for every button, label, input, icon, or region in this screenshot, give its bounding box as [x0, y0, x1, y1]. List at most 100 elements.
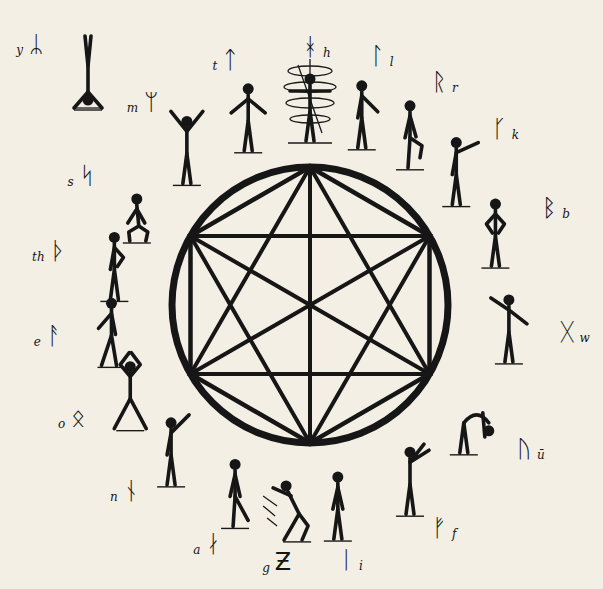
- rune-symbol: ᚼ: [303, 35, 317, 59]
- body-line: [128, 209, 145, 223]
- figure-head: [131, 194, 142, 205]
- motion-line: [263, 496, 277, 526]
- body-line: [171, 111, 203, 131]
- body-line: [505, 332, 513, 362]
- rune-letter: s: [67, 176, 73, 188]
- figure-head: [305, 74, 316, 85]
- body-line: [98, 313, 115, 334]
- body-line: [110, 247, 123, 269]
- body-line: [333, 487, 343, 509]
- body-line: [85, 36, 91, 66]
- body-line: [290, 89, 330, 93]
- body-line: [460, 423, 468, 453]
- figure: [396, 444, 429, 516]
- figure: [284, 59, 336, 143]
- rune-symbol: ᛚ: [370, 44, 384, 68]
- body-line: [486, 214, 504, 233]
- body-line: [406, 484, 414, 514]
- rune-symbol: ᚾ: [124, 479, 138, 503]
- ground-line: [283, 541, 311, 542]
- rune-symbol: ᛦ: [29, 32, 43, 56]
- figure-head: [405, 447, 416, 458]
- rune-letter: n: [110, 491, 118, 503]
- ground-line: [442, 206, 470, 207]
- figure: [348, 80, 378, 150]
- figure: [450, 413, 495, 455]
- rune-letter: y: [16, 44, 23, 56]
- rune-letter: b: [562, 208, 570, 220]
- figure: [114, 353, 146, 431]
- rune-letter: a: [193, 544, 200, 556]
- rune-symbol: ᛁ: [339, 548, 353, 572]
- rune-symbol: ᚨ: [47, 324, 61, 348]
- ground-line: [288, 142, 332, 143]
- figure-head: [230, 459, 241, 470]
- body-line: [284, 514, 308, 540]
- body-line: [408, 138, 422, 168]
- figure-ring: [74, 36, 527, 542]
- hexagon: [191, 167, 430, 443]
- figure: [396, 100, 424, 170]
- ground-line: [157, 486, 185, 487]
- hexagon-diameters: [191, 167, 430, 443]
- figure-head: [451, 137, 462, 148]
- rune-symbol: ᚷ: [560, 320, 574, 344]
- figure-head: [166, 417, 177, 428]
- figure: [263, 480, 311, 542]
- body-line: [120, 353, 140, 377]
- rune-letter: th: [32, 251, 45, 263]
- rune-letter: ū: [537, 449, 545, 461]
- body-line: [358, 118, 366, 148]
- figure: [123, 194, 151, 244]
- ground-line: [450, 454, 478, 455]
- rune-symbol: ᚠ: [432, 516, 446, 540]
- figure-head: [243, 83, 254, 94]
- rune-symbol: ᛏ: [223, 48, 237, 72]
- ground-line: [74, 109, 102, 110]
- ground-line: [396, 169, 424, 170]
- body-line: [491, 236, 499, 266]
- body-line: [231, 99, 265, 113]
- rune-letter: g: [262, 562, 270, 574]
- body-line: [74, 92, 102, 108]
- figure: [171, 111, 203, 185]
- rune-letter: m: [127, 102, 138, 114]
- figure-head: [356, 80, 367, 91]
- figure-head: [181, 116, 192, 127]
- figure-head: [109, 232, 120, 243]
- rune-symbol: ᚦ: [51, 239, 65, 263]
- outer-circle: [172, 167, 448, 443]
- figure-head: [490, 199, 501, 210]
- ground-line: [495, 363, 523, 364]
- figure-head: [332, 472, 343, 483]
- body-line: [230, 474, 240, 496]
- rune-letter: r: [452, 82, 458, 94]
- rune-letter: w: [580, 332, 590, 344]
- figure: [97, 298, 125, 368]
- rune-symbol: ᚢ: [517, 437, 531, 461]
- body-line: [167, 455, 175, 485]
- rune-symbol: ᛒ: [542, 196, 556, 220]
- figure: [157, 415, 189, 487]
- figure-head: [483, 425, 494, 436]
- body-line: [86, 66, 90, 94]
- rune-symbol: ᚱ: [432, 70, 446, 94]
- ground-line: [324, 540, 352, 541]
- motion-line: [74, 107, 102, 108]
- figure: [324, 472, 352, 542]
- rune-letter: t: [212, 60, 217, 72]
- figure-head: [503, 294, 514, 305]
- rune-symbol: Ƶ: [275, 550, 291, 574]
- body-line: [405, 116, 416, 138]
- body-line: [114, 399, 146, 429]
- ground-line: [173, 185, 201, 186]
- body-line: [334, 509, 342, 539]
- rune-symbol: ᛋ: [80, 164, 94, 188]
- figure: [481, 199, 509, 269]
- ground-line: [221, 528, 249, 529]
- ground-line: [100, 301, 128, 302]
- figure-head: [405, 100, 416, 111]
- figure: [231, 83, 265, 153]
